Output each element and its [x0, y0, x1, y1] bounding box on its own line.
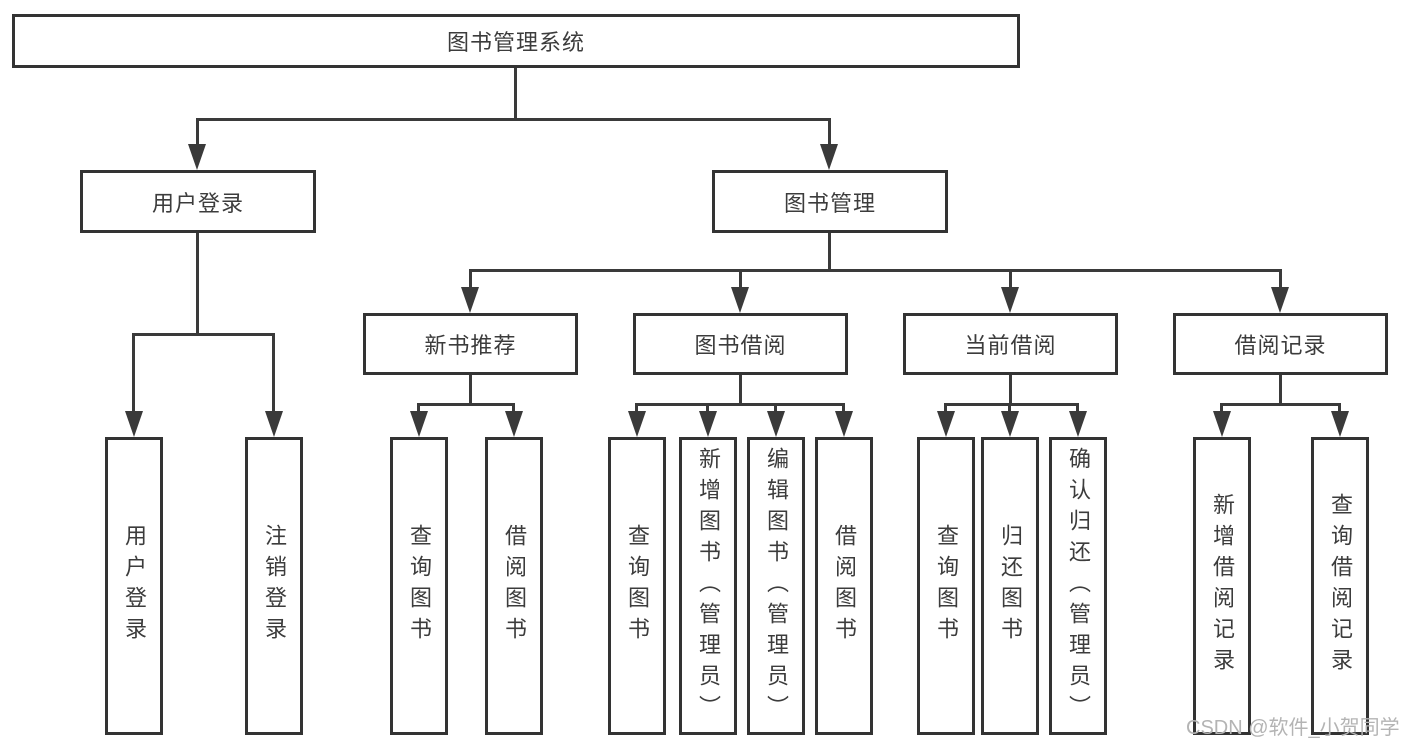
leaf-query-book-1: 查询图书 — [390, 437, 448, 735]
connector-line — [1338, 405, 1341, 413]
connector-line — [1009, 375, 1012, 406]
arrowhead-down-icon — [937, 411, 955, 437]
leaf-logout: 注销登录 — [245, 437, 303, 735]
leaf-add-book-admin: 新增图书（管理员） — [679, 437, 737, 735]
leaf-label: 确认归还（管理员） — [1066, 446, 1091, 726]
connector-line — [1076, 405, 1079, 413]
connector-line — [1009, 271, 1012, 289]
arrowhead-down-icon — [188, 144, 206, 170]
leaf-label: 借阅图书 — [832, 524, 857, 648]
arrowhead-down-icon — [767, 411, 785, 437]
node-label: 当前借阅 — [964, 333, 1057, 358]
connector-line — [272, 334, 275, 413]
leaf-add-borrow-record: 新增借阅记录 — [1193, 437, 1251, 735]
leaf-label: 借阅图书 — [502, 524, 527, 648]
leaf-label: 查询图书 — [934, 524, 959, 648]
arrowhead-down-icon — [1213, 411, 1231, 437]
connector-line — [417, 403, 515, 406]
arrowhead-down-icon — [820, 144, 838, 170]
node-label: 图书管理系统 — [446, 30, 585, 55]
leaf-label: 新增图书（管理员） — [696, 446, 721, 726]
arrowhead-down-icon — [265, 411, 283, 437]
node-label: 新书推荐 — [424, 333, 517, 358]
arrowhead-down-icon — [1001, 287, 1019, 313]
connector-line — [132, 333, 275, 336]
leaf-label: 归还图书 — [998, 524, 1023, 648]
arrowhead-down-icon — [1271, 287, 1289, 313]
leaf-confirm-return-admin: 确认归还（管理员） — [1049, 437, 1107, 735]
arrowhead-down-icon — [505, 411, 523, 437]
leaf-query-borrow-record: 查询借阅记录 — [1311, 437, 1369, 735]
leaf-label: 查询图书 — [407, 524, 432, 648]
connector-line — [469, 375, 472, 406]
connector-line — [1220, 405, 1223, 413]
connector-line — [635, 405, 638, 413]
node-user-login: 用户登录 — [80, 170, 316, 233]
connector-line — [1008, 405, 1011, 413]
node-book-management: 图书管理 — [712, 170, 948, 233]
connector-line — [739, 271, 742, 289]
leaf-label: 查询图书 — [625, 524, 650, 648]
connector-line — [828, 120, 831, 146]
leaf-label: 用户登录 — [122, 524, 147, 648]
arrowhead-down-icon — [1001, 411, 1019, 437]
connector-line — [1279, 375, 1282, 406]
connector-line — [469, 271, 472, 289]
leaf-label: 编辑图书（管理员） — [764, 446, 789, 726]
connector-line — [774, 405, 777, 413]
connector-line — [706, 405, 709, 413]
connector-line — [512, 405, 515, 413]
arrowhead-down-icon — [1069, 411, 1087, 437]
node-label: 图书管理 — [783, 190, 876, 216]
connector-line — [196, 118, 831, 121]
leaf-query-book-2: 查询图书 — [608, 437, 666, 735]
node-new-book-recommend: 新书推荐 — [363, 313, 578, 375]
node-label: 用户登录 — [151, 190, 244, 216]
connector-line — [739, 375, 742, 406]
node-label: 借阅记录 — [1234, 333, 1327, 358]
leaf-label: 查询借阅记录 — [1328, 493, 1353, 679]
arrowhead-down-icon — [731, 287, 749, 313]
node-borrow-records: 借阅记录 — [1173, 313, 1388, 375]
leaf-label: 新增借阅记录 — [1210, 493, 1235, 679]
connector-line — [196, 120, 199, 146]
leaf-label: 注销登录 — [262, 524, 287, 648]
connector-line — [469, 269, 1282, 272]
leaf-edit-book-admin: 编辑图书（管理员） — [747, 437, 805, 735]
arrowhead-down-icon — [628, 411, 646, 437]
arrowhead-down-icon — [461, 287, 479, 313]
connector-line — [944, 405, 947, 413]
leaf-query-book-3: 查询图书 — [917, 437, 975, 735]
node-current-borrow: 当前借阅 — [903, 313, 1118, 375]
connector-line — [828, 233, 831, 271]
arrowhead-down-icon — [1331, 411, 1349, 437]
arrowhead-down-icon — [410, 411, 428, 437]
arrowhead-down-icon — [699, 411, 717, 437]
leaf-borrow-book-2: 借阅图书 — [815, 437, 873, 735]
node-book-borrow: 图书借阅 — [633, 313, 848, 375]
leaf-return-book: 归还图书 — [981, 437, 1039, 735]
node-library-system: 图书管理系统 — [12, 14, 1020, 68]
connector-line — [1279, 271, 1282, 289]
arrowhead-down-icon — [835, 411, 853, 437]
leaf-borrow-book-1: 借阅图书 — [485, 437, 543, 735]
leaf-user-login: 用户登录 — [105, 437, 163, 735]
connector-line — [132, 334, 135, 413]
connector-line — [944, 403, 1079, 406]
connector-line — [417, 405, 420, 413]
connector-line — [842, 405, 845, 413]
connector-line — [1220, 403, 1341, 406]
connector-line — [196, 233, 199, 336]
node-label: 图书借阅 — [694, 333, 787, 358]
connector-line — [514, 68, 517, 121]
watermark: CSDN @软件_小贺同学 — [1186, 717, 1400, 739]
arrowhead-down-icon — [125, 411, 143, 437]
connector-line — [635, 403, 845, 406]
